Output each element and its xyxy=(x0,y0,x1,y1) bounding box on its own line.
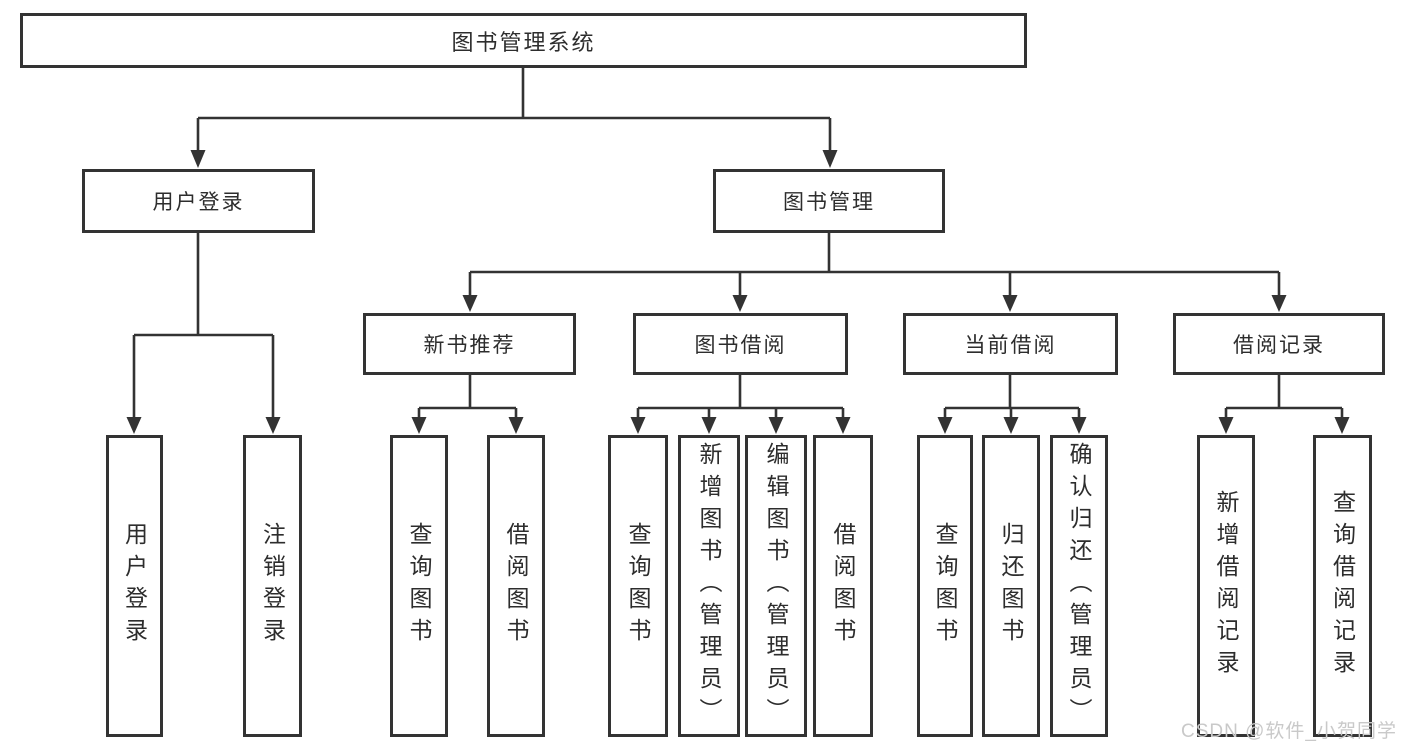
leaf-current-confirm-admin-label: 确认归还（管理员） xyxy=(1066,442,1092,730)
leaf-borrow-edit-admin-label: 编辑图书（管理员） xyxy=(763,442,789,730)
leaf-records-query-label: 查询借阅记录 xyxy=(1329,490,1356,682)
node-borrow-records-label: 借阅记录 xyxy=(1233,334,1325,357)
leaf-borrow-book: 借阅图书 xyxy=(813,435,873,737)
node-user-login-label: 用户登录 xyxy=(152,191,245,214)
node-book-borrow-label: 图书借阅 xyxy=(694,334,787,357)
leaf-newbooks-query: 查询图书 xyxy=(390,435,448,737)
leaf-user-login-label: 用户登录 xyxy=(121,522,148,650)
node-root-label: 图书管理系统 xyxy=(451,29,596,55)
leaf-borrow-add-admin-label: 新增图书（管理员） xyxy=(696,442,722,730)
leaf-borrow-query-label: 查询图书 xyxy=(625,522,651,650)
leaf-records-query: 查询借阅记录 xyxy=(1313,435,1372,737)
connector-borrow-records-to-leaves xyxy=(1218,375,1350,434)
leaf-borrow-query: 查询图书 xyxy=(608,435,668,737)
node-root-system: 图书管理系统 xyxy=(20,13,1027,68)
leaf-current-return-label: 归还图书 xyxy=(998,522,1024,650)
node-new-book-recommend-label: 新书推荐 xyxy=(423,334,516,357)
leaf-borrow-add-admin: 新增图书（管理员） xyxy=(678,435,740,737)
leaf-user-login: 用户登录 xyxy=(106,435,163,737)
leaf-current-confirm-admin: 确认归还（管理员） xyxy=(1050,435,1108,737)
leaf-current-return: 归还图书 xyxy=(982,435,1040,737)
connector-root-to-level2 xyxy=(190,68,838,168)
node-book-management: 图书管理 xyxy=(713,169,945,233)
node-current-borrow: 当前借阅 xyxy=(903,313,1118,375)
connector-new-book-recommend-to-leaves xyxy=(411,375,524,434)
node-book-borrow: 图书借阅 xyxy=(633,313,848,375)
leaf-current-query: 查询图书 xyxy=(917,435,973,737)
leaf-records-add-label: 新增借阅记录 xyxy=(1213,490,1239,682)
leaf-logout-label: 注销登录 xyxy=(259,522,286,650)
node-user-login: 用户登录 xyxy=(82,169,315,233)
node-borrow-records: 借阅记录 xyxy=(1173,313,1385,375)
node-book-management-label: 图书管理 xyxy=(783,191,875,214)
leaf-current-query-label: 查询图书 xyxy=(932,522,958,650)
leaf-newbooks-query-label: 查询图书 xyxy=(406,522,432,650)
connector-current-borrow-to-leaves xyxy=(937,375,1087,434)
csdn-watermark: CSDN @软件_小贺同学 xyxy=(1181,721,1397,742)
leaf-newbooks-borrow-label: 借阅图书 xyxy=(503,522,529,650)
node-new-book-recommend: 新书推荐 xyxy=(363,313,576,375)
connector-book-management-to-level3 xyxy=(462,233,1287,312)
node-current-borrow-label: 当前借阅 xyxy=(964,334,1057,357)
leaf-logout: 注销登录 xyxy=(243,435,302,737)
leaf-newbooks-borrow: 借阅图书 xyxy=(487,435,545,737)
leaf-records-add: 新增借阅记录 xyxy=(1197,435,1255,737)
leaf-borrow-book-label: 借阅图书 xyxy=(830,522,856,650)
leaf-borrow-edit-admin: 编辑图书（管理员） xyxy=(745,435,807,737)
connector-user-login-to-leaves xyxy=(126,233,281,434)
connector-book-borrow-to-leaves xyxy=(630,375,851,434)
